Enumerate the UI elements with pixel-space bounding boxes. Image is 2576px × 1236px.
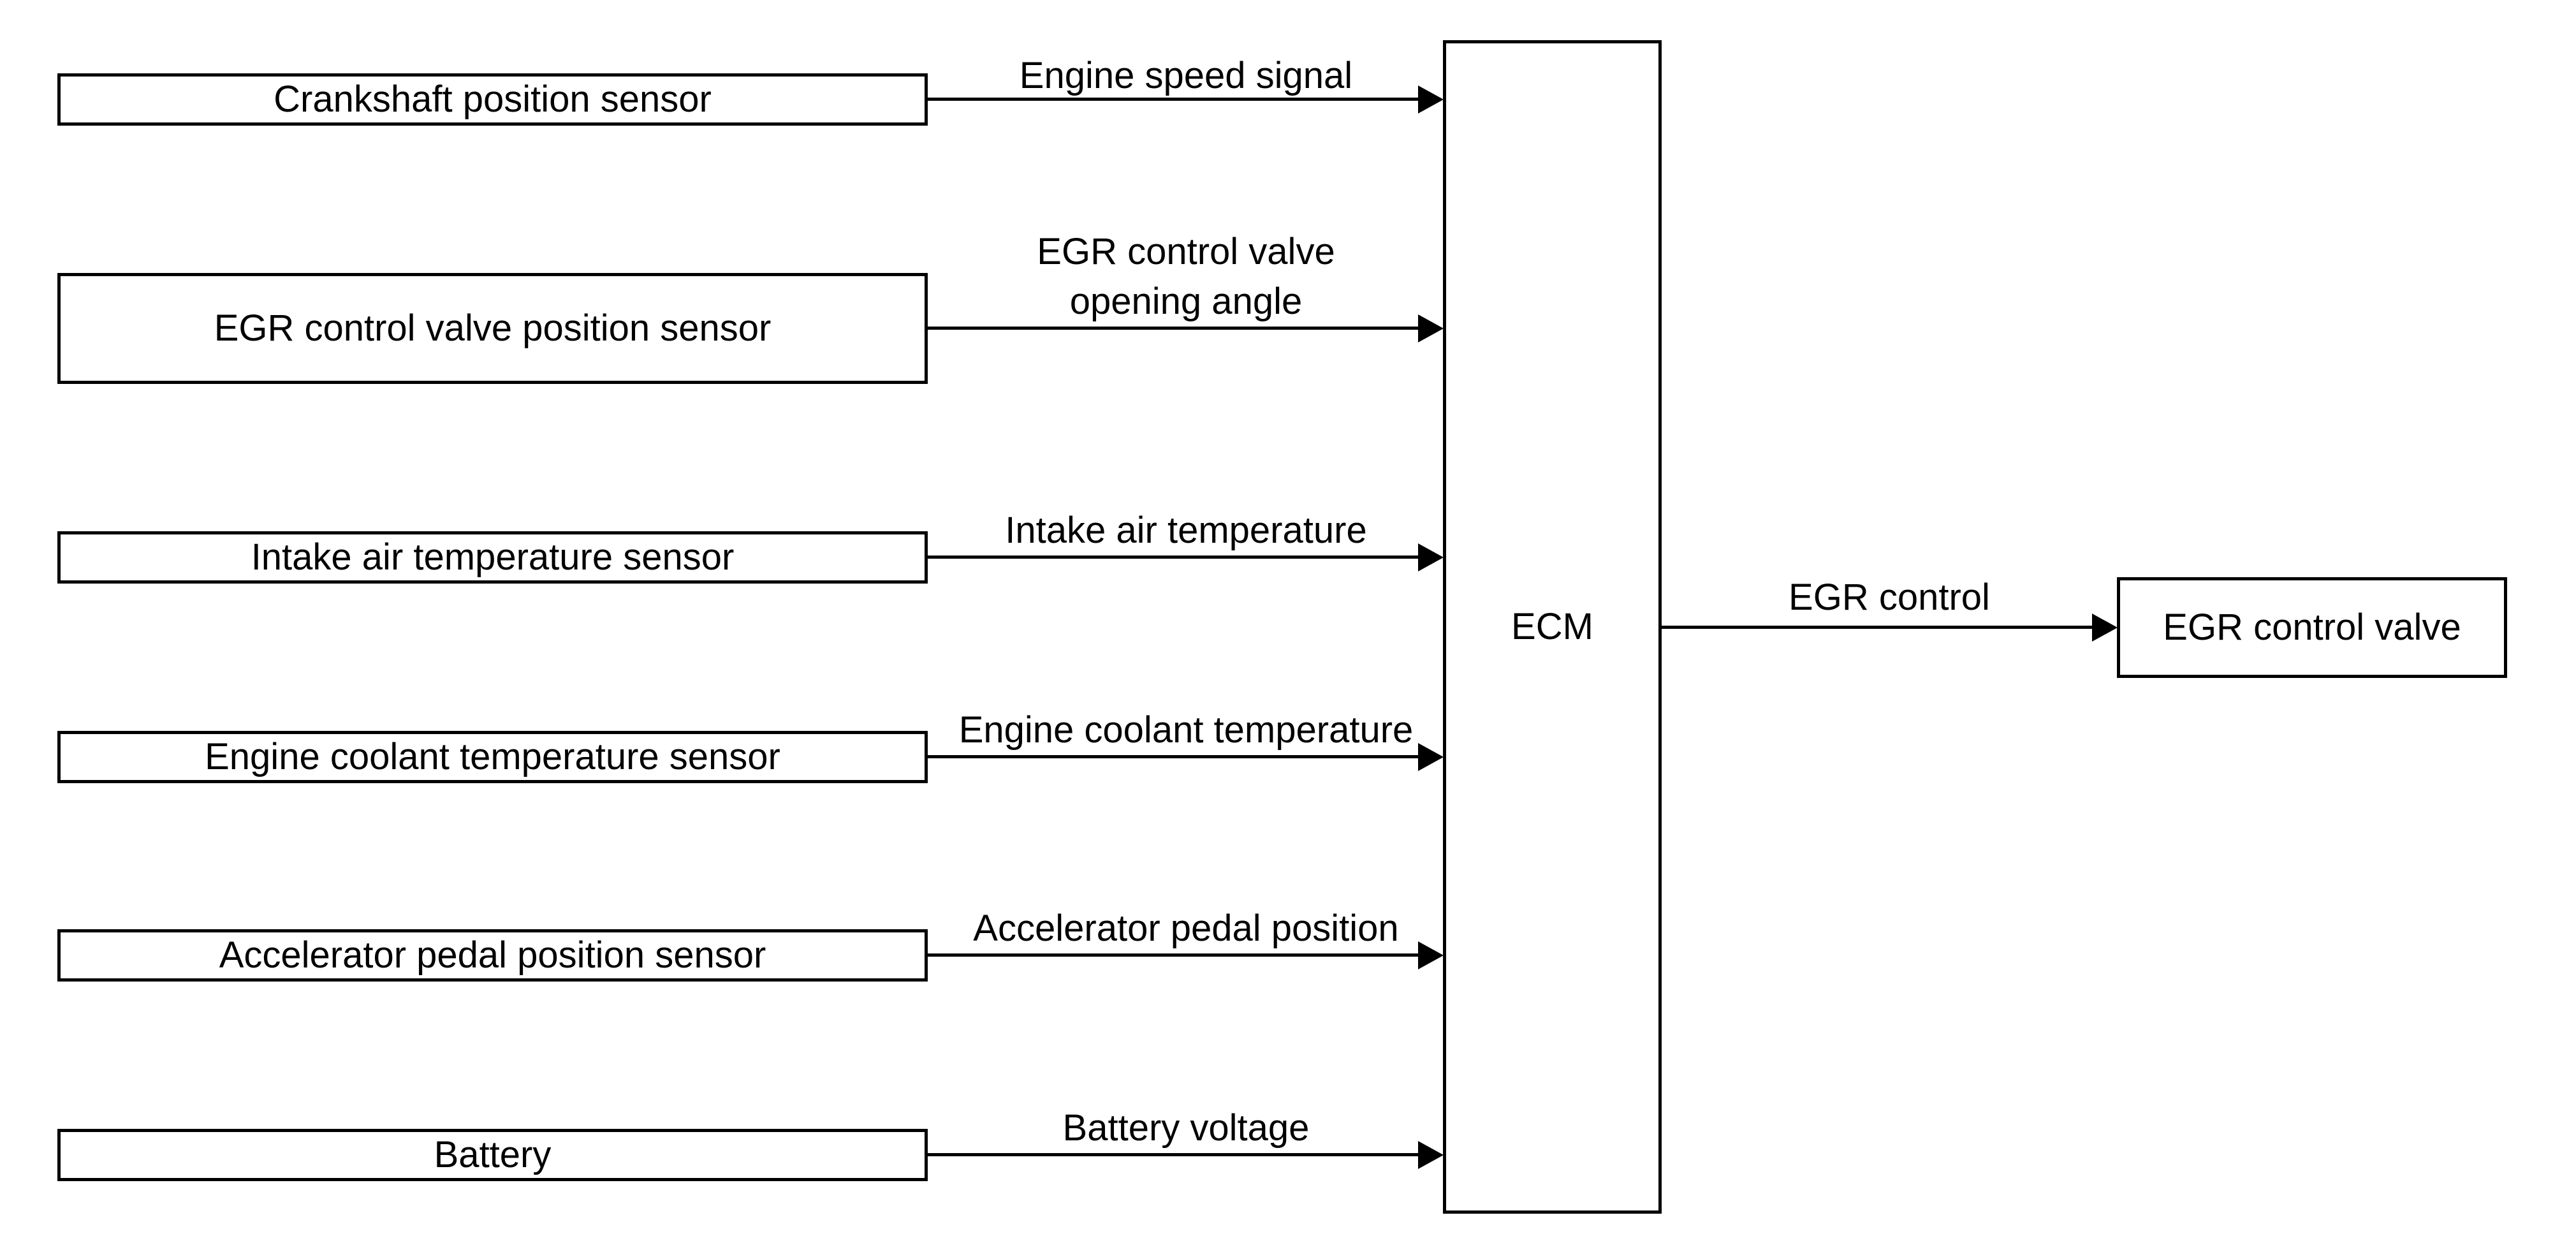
signal-label-engine-coolant-temperature: Engine coolant temperature: [931, 705, 1441, 755]
arrow-line: [928, 755, 1422, 758]
signal-label-line: Engine speed signal: [1019, 55, 1353, 96]
arrowhead-icon: [1418, 314, 1444, 342]
node-label: EGR control valve position sensor: [214, 307, 772, 349]
signal-label-line: opening angle: [1069, 281, 1303, 322]
arrowhead-icon: [1418, 743, 1444, 771]
signal-label-egr-control: EGR control: [1698, 573, 2081, 622]
signal-label-battery-voltage: Battery voltage: [931, 1103, 1441, 1153]
arrow-line: [928, 555, 1422, 559]
signal-label-intake-air-temperature: Intake air temperature: [931, 506, 1441, 555]
node-battery: Battery: [57, 1129, 928, 1181]
arrow-line: [928, 98, 1422, 101]
node-crankshaft-position-sensor: Crankshaft position sensor: [57, 73, 928, 126]
signal-label-egr-valve-opening-angle: EGR control valve opening angle: [931, 227, 1441, 327]
node-label: EGR control valve: [2163, 606, 2461, 648]
node-accelerator-pedal-position-sensor: Accelerator pedal position sensor: [57, 929, 928, 982]
signal-label-engine-speed-signal: Engine speed signal: [931, 51, 1441, 101]
node-label: Accelerator pedal position sensor: [219, 934, 766, 976]
signal-label-line: EGR control: [1789, 577, 1990, 618]
node-intake-air-temperature-sensor: Intake air temperature sensor: [57, 531, 928, 584]
node-egr-control-valve: EGR control valve: [2117, 577, 2507, 678]
signal-label-line: Accelerator pedal position: [973, 908, 1399, 949]
arrowhead-icon: [1418, 543, 1444, 571]
node-egr-control-valve-position-sensor: EGR control valve position sensor: [57, 273, 928, 384]
signal-label-line: Intake air temperature: [1005, 510, 1367, 551]
node-label: ECM: [1511, 605, 1593, 647]
arrow-line: [928, 953, 1422, 957]
node-label: Engine coolant temperature sensor: [205, 735, 780, 777]
arrowhead-icon: [1418, 1141, 1444, 1169]
node-label: Crankshaft position sensor: [274, 78, 712, 120]
node-label: Battery: [434, 1133, 552, 1175]
arrow-line: [1662, 626, 2093, 629]
signal-label-line: EGR control valve: [1037, 231, 1335, 272]
arrow-line: [928, 327, 1422, 330]
signal-label-line: Engine coolant temperature: [958, 709, 1414, 751]
node-ecm: ECM: [1443, 40, 1662, 1214]
node-engine-coolant-temperature-sensor: Engine coolant temperature sensor: [57, 731, 928, 783]
arrow-line: [928, 1153, 1422, 1156]
arrowhead-icon: [1418, 941, 1444, 969]
arrowhead-icon: [1418, 85, 1444, 114]
signal-label-line: Battery voltage: [1062, 1107, 1310, 1149]
node-label: Intake air temperature sensor: [251, 536, 735, 578]
arrowhead-icon: [2092, 614, 2118, 642]
signal-label-accelerator-pedal-position: Accelerator pedal position: [931, 904, 1441, 953]
